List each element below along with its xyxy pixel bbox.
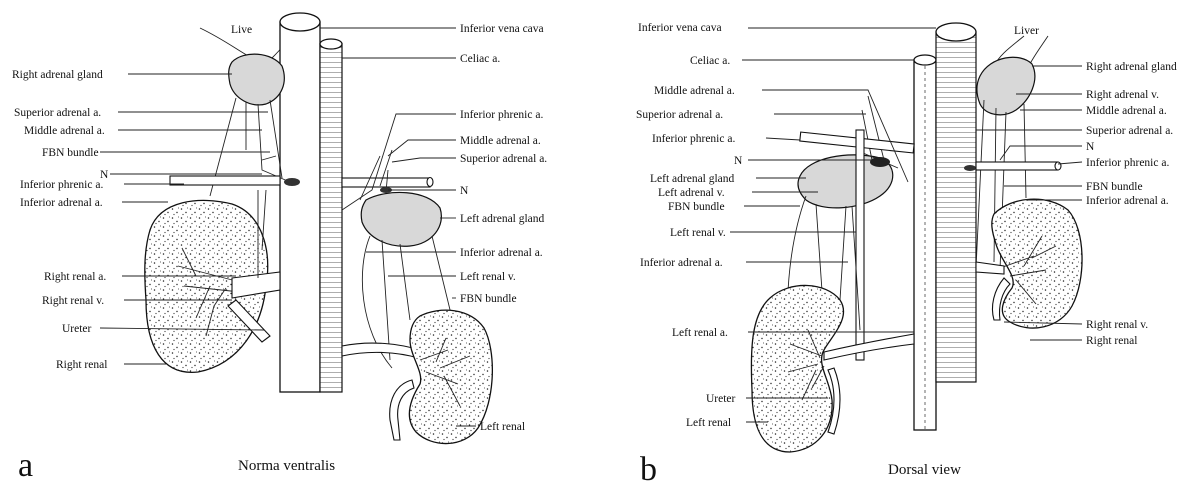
label-middle-adrenal-l-b: Middle adrenal a. bbox=[654, 85, 735, 97]
aorta-b bbox=[914, 55, 936, 430]
label-liver-b: Liver bbox=[1014, 25, 1039, 37]
aorta-a bbox=[320, 39, 342, 392]
panel-a: Live Right adrenal gland Superior adrena… bbox=[12, 13, 547, 484]
caption-b: Dorsal view bbox=[888, 462, 961, 478]
label-ivc-b: Inferior vena cava bbox=[638, 22, 722, 34]
label-superior-adrenal-r-b: Superior adrenal a. bbox=[1086, 125, 1173, 137]
label-right-renal-v-b: Right renal v. bbox=[1086, 319, 1148, 331]
label-celiac-a: Celiac a. bbox=[460, 53, 500, 65]
label-right-renal-a-a: Right renal a. bbox=[44, 271, 106, 283]
panel-b: Inferior vena cava Celiac a. Middle adre… bbox=[636, 22, 1177, 484]
labels-b: Inferior vena cava Celiac a. Middle adre… bbox=[636, 22, 1177, 484]
left-renal-vein-a bbox=[342, 343, 420, 358]
label-n-l-b: N bbox=[734, 155, 743, 167]
label-fbn-bundle-r-b: FBN bundle bbox=[1086, 181, 1143, 193]
label-inferior-adrenal-r-a: Inferior adrenal a. bbox=[20, 197, 103, 209]
label-right-adrenal-v-b: Right adrenal v. bbox=[1086, 89, 1159, 101]
left-renal-artery-b bbox=[824, 334, 914, 360]
label-inferior-phrenic-l-a: Inferior phrenic a. bbox=[460, 109, 543, 121]
label-left-renal-a-b: Left renal a. bbox=[672, 327, 728, 339]
label-right-renal-b: Right renal bbox=[1086, 335, 1137, 347]
label-left-renal-b: Left renal bbox=[686, 417, 731, 429]
n-ganglion-right-b bbox=[964, 165, 976, 171]
label-ureter-a: Ureter bbox=[62, 323, 92, 335]
label-superior-adrenal-l-a: Superior adrenal a. bbox=[460, 153, 547, 165]
label-ivc-a: Inferior vena cava bbox=[460, 23, 544, 35]
label-inferior-phrenic-l-b: Inferior phrenic a. bbox=[652, 133, 735, 145]
label-middle-adrenal-r-b: Middle adrenal a. bbox=[1086, 105, 1167, 117]
n-nerve-right-a bbox=[262, 156, 276, 160]
label-right-renal-v-a: Right renal v. bbox=[42, 295, 104, 307]
label-inferior-phrenic-r-a: Inferior phrenic a. bbox=[20, 179, 103, 191]
label-inferior-phrenic-r-b: Inferior phrenic a. bbox=[1086, 157, 1169, 169]
inferior-phrenic-tube-right-b bbox=[976, 162, 1061, 170]
n-ganglion-left-b bbox=[870, 157, 890, 167]
label-superior-adrenal-l-b: Superior adrenal a. bbox=[636, 109, 723, 121]
label-right-renal-a: Right renal bbox=[56, 359, 107, 371]
label-left-adrenal-gland-a: Left adrenal gland bbox=[460, 213, 545, 225]
panel-letter-a: a bbox=[18, 447, 33, 484]
label-fbn-bundle-l-a: FBN bundle bbox=[460, 293, 517, 305]
label-celiac-b: Celiac a. bbox=[690, 55, 730, 67]
label-middle-adrenal-r-a: Middle adrenal a. bbox=[24, 125, 105, 137]
n-ganglion-right-a bbox=[284, 178, 300, 186]
left-adrenal-gland-a bbox=[361, 192, 441, 246]
label-inferior-adrenal-l-b: Inferior adrenal a. bbox=[640, 257, 723, 269]
label-n-l-a: N bbox=[460, 185, 469, 197]
label-right-adrenal-gland-a: Right adrenal gland bbox=[12, 69, 103, 81]
label-left-adrenal-gland-b: Left adrenal gland bbox=[650, 173, 735, 185]
label-inferior-adrenal-r-b: Inferior adrenal a. bbox=[1086, 195, 1169, 207]
right-kidney-b bbox=[992, 199, 1082, 328]
label-live: Live bbox=[231, 24, 252, 36]
label-inferior-adrenal-l-a: Inferior adrenal a. bbox=[460, 247, 543, 259]
inferior-vena-cava-b bbox=[936, 23, 976, 382]
label-n-r-b: N bbox=[1086, 141, 1095, 153]
label-fbn-bundle-l-b: FBN bundle bbox=[668, 201, 725, 213]
panel-letter-b: b bbox=[640, 451, 657, 484]
label-left-renal-v-a: Left renal v. bbox=[460, 271, 516, 283]
label-left-renal-a: Left renal bbox=[480, 421, 525, 433]
label-left-renal-v-b: Left renal v. bbox=[670, 227, 726, 239]
right-adrenal-gland-b bbox=[977, 57, 1035, 115]
inferior-vena-cava-a bbox=[280, 13, 320, 392]
label-middle-adrenal-l-a: Middle adrenal a. bbox=[460, 135, 541, 147]
right-adrenal-gland-a bbox=[229, 54, 285, 105]
caption-a: Norma ventralis bbox=[238, 458, 335, 474]
label-ureter-b: Ureter bbox=[706, 393, 736, 405]
label-right-adrenal-gland-b: Right adrenal gland bbox=[1086, 61, 1177, 73]
label-fbn-bundle-r-a: FBN bundle bbox=[42, 147, 99, 159]
label-left-adrenal-v-b: Left adrenal v. bbox=[658, 187, 725, 199]
label-superior-adrenal-r-a: Superior adrenal a. bbox=[14, 107, 101, 119]
